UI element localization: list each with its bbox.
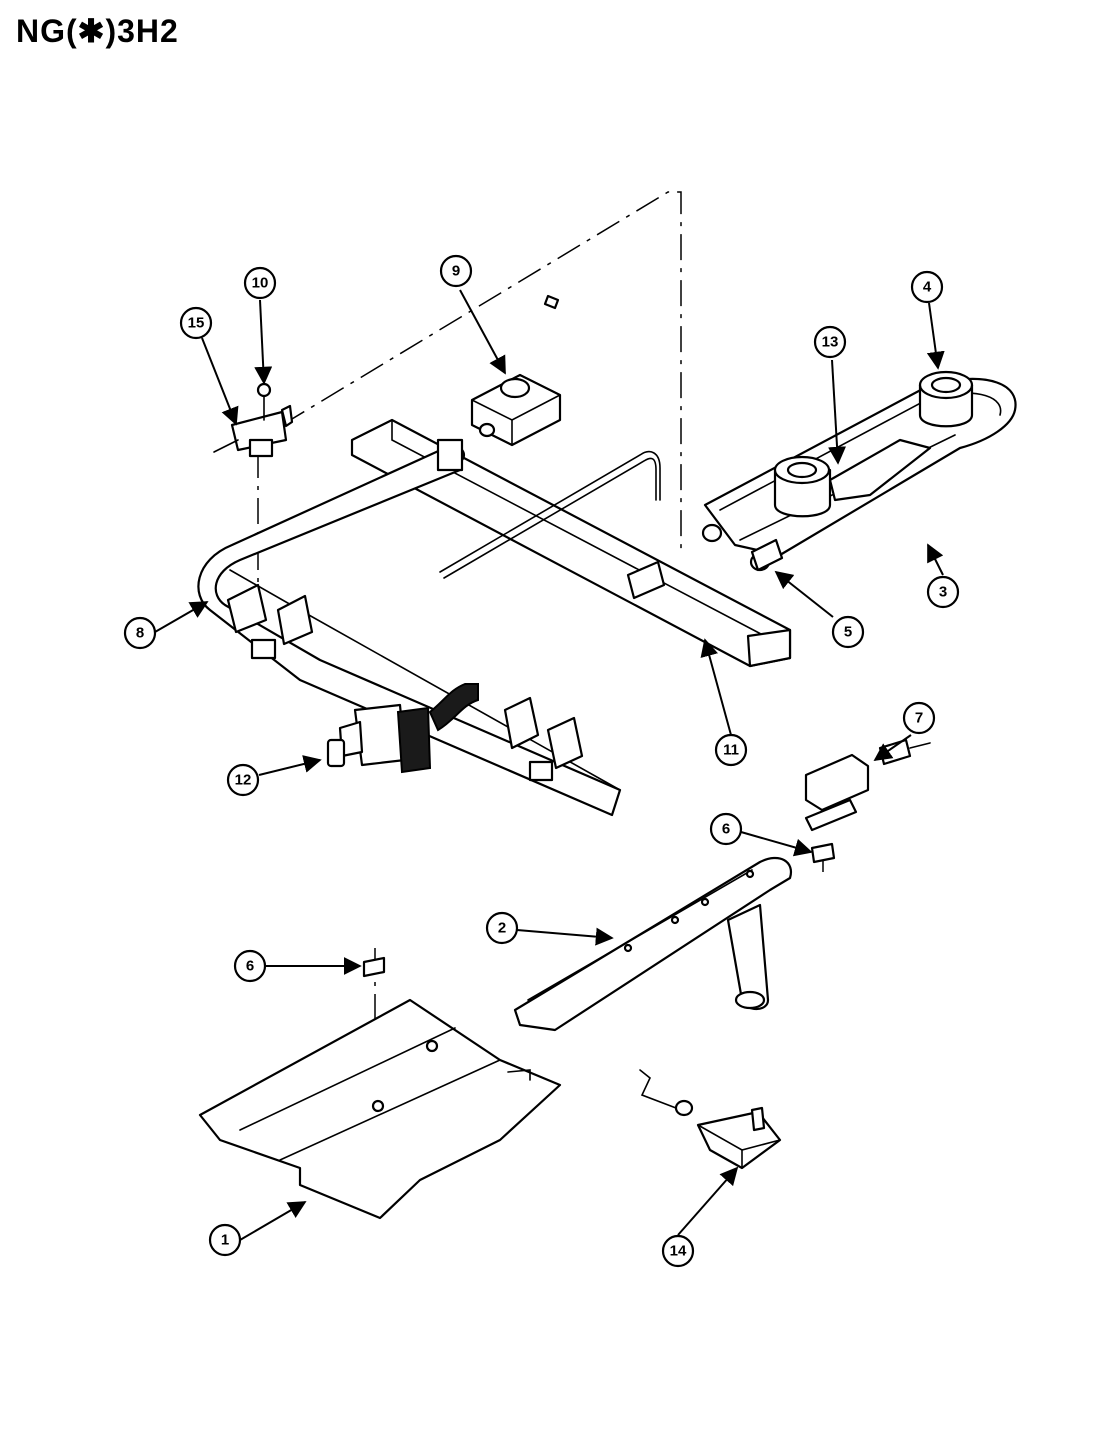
svg-text:4: 4 bbox=[923, 279, 932, 296]
part-12-valve bbox=[326, 683, 479, 774]
callout-2: 2 bbox=[485, 911, 519, 945]
callout-11: 11 bbox=[714, 733, 748, 767]
part-14-igniter bbox=[639, 1069, 782, 1170]
svg-text:15: 15 bbox=[188, 315, 205, 332]
page-title: NG(✱)3H2 bbox=[16, 13, 179, 49]
svg-text:1: 1 bbox=[221, 1232, 229, 1249]
part-8-manifold bbox=[197, 438, 622, 817]
part-7-igniter-switch bbox=[804, 738, 931, 832]
part-11-pilot-tube bbox=[439, 451, 661, 579]
callout-1: 1 bbox=[208, 1223, 242, 1257]
part-2-oven-burner bbox=[513, 856, 793, 1032]
callout-14: 14 bbox=[661, 1234, 695, 1268]
callout-5: 5 bbox=[831, 615, 865, 649]
callout-15: 15 bbox=[179, 306, 213, 340]
part-5-fitting bbox=[750, 538, 784, 572]
part-4-burner-right bbox=[918, 370, 974, 428]
callouts: 1 2 3 4 5 6 6 7 8 9 10 11 12 13 14 15 bbox=[123, 254, 960, 1268]
callout-6-right: 6 bbox=[709, 812, 743, 846]
svg-text:11: 11 bbox=[723, 742, 739, 759]
svg-text:10: 10 bbox=[252, 275, 269, 292]
part-1-baffle bbox=[198, 998, 562, 1220]
svg-text:12: 12 bbox=[235, 772, 252, 789]
callout-7: 7 bbox=[902, 701, 936, 735]
svg-text:9: 9 bbox=[452, 263, 460, 280]
part-15-orifice-valve bbox=[213, 404, 294, 458]
svg-text:14: 14 bbox=[670, 1243, 687, 1260]
svg-text:6: 6 bbox=[246, 958, 254, 975]
leader-lines bbox=[154, 289, 945, 1241]
part-13-burner-left bbox=[773, 438, 932, 518]
callout-4: 4 bbox=[910, 270, 944, 304]
part-9-regulator bbox=[470, 294, 562, 447]
svg-text:3: 3 bbox=[939, 584, 947, 601]
svg-text:8: 8 bbox=[136, 625, 144, 642]
svg-text:7: 7 bbox=[915, 710, 923, 727]
part-6-clip-right bbox=[810, 842, 836, 864]
part-6-clip-left bbox=[362, 956, 386, 978]
svg-text:6: 6 bbox=[722, 821, 730, 838]
callout-8: 8 bbox=[123, 616, 157, 650]
callout-6-left: 6 bbox=[233, 949, 267, 983]
part-11-bracket bbox=[350, 418, 792, 668]
callout-9: 9 bbox=[439, 254, 473, 288]
svg-text:5: 5 bbox=[844, 624, 852, 641]
svg-text:2: 2 bbox=[498, 920, 506, 937]
callout-12: 12 bbox=[226, 763, 260, 797]
callout-13: 13 bbox=[813, 325, 847, 359]
svg-text:13: 13 bbox=[822, 334, 839, 351]
callout-3: 3 bbox=[926, 575, 960, 609]
callout-10: 10 bbox=[243, 266, 277, 300]
